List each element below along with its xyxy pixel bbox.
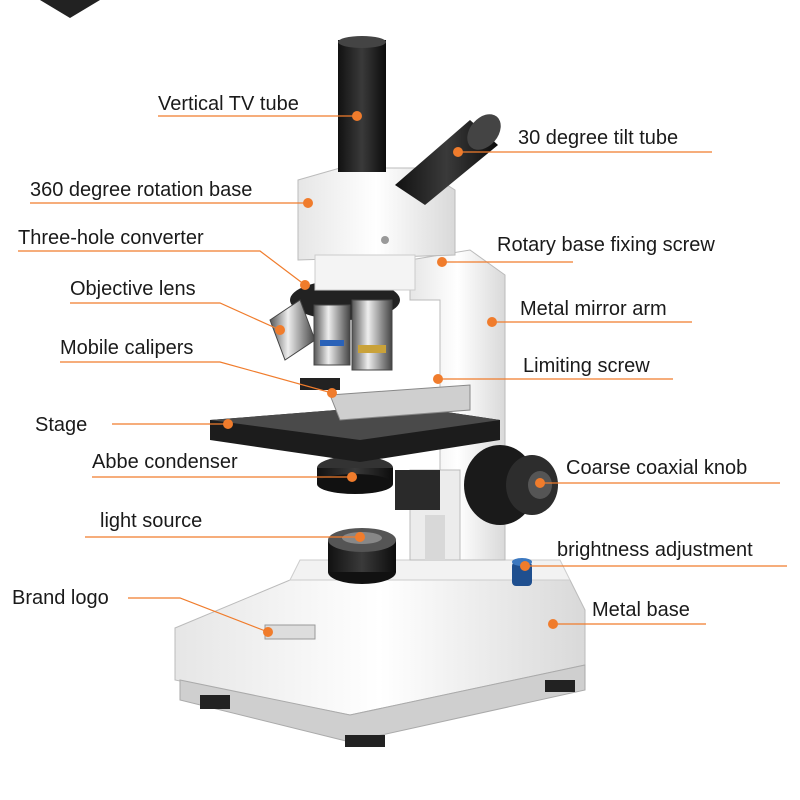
leader-lines: [18, 115, 787, 633]
label-tilt-tube: 30 degree tilt tube: [518, 127, 679, 149]
label-mobile-calipers: Mobile calipers: [60, 337, 194, 359]
label-light-source: light source: [100, 510, 203, 532]
label-stage: Stage: [35, 414, 88, 436]
label-objective-lens: Objective lens: [70, 278, 196, 300]
objectives-shape: [269, 280, 400, 371]
coarse-knob-shape: [464, 445, 558, 525]
label-metal-mirror-arm: Metal mirror arm: [520, 298, 667, 320]
label-abbe-condenser: Abbe condenser: [92, 451, 238, 473]
eyepiece-tubes-shape: [338, 36, 501, 205]
label-brand-logo: Brand logo: [12, 587, 109, 609]
label-coarse-coaxial-knob: Coarse coaxial knob: [566, 457, 748, 479]
label-vertical-tv-tube: Vertical TV tube: [158, 93, 299, 115]
label-three-hole-converter: Three-hole converter: [18, 227, 204, 249]
head-shape: [297, 167, 456, 291]
label-metal-base: Metal base: [592, 599, 690, 621]
stage-shape: [210, 378, 500, 462]
abbe-condenser-shape: [317, 456, 440, 510]
corner-decoration: [40, 0, 100, 18]
label-brightness-adjustment: brightness adjustment: [557, 539, 753, 561]
metal-base-shape: [174, 559, 586, 747]
label-limiting-screw: Limiting screw: [523, 355, 650, 377]
label-rotary-base-fixing-screw: Rotary base fixing screw: [497, 234, 715, 256]
label-rotation-base: 360 degree rotation base: [30, 179, 253, 201]
callout-dots: [223, 111, 558, 637]
